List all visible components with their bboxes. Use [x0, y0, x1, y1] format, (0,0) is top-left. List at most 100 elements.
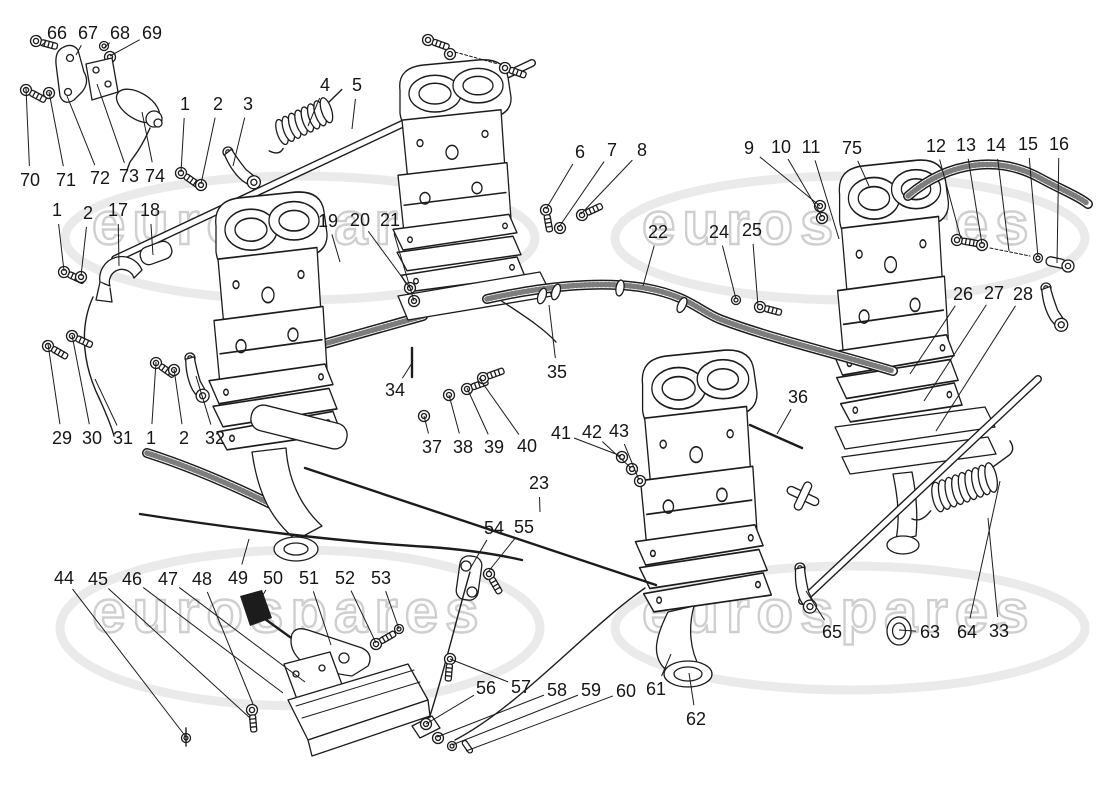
return-spring-top — [268, 88, 343, 154]
watermark-text: eurospares — [642, 190, 1036, 257]
leader-line — [776, 408, 792, 435]
fuel-union-group — [538, 200, 605, 235]
leader-line — [173, 368, 183, 425]
part-number-label: 52 — [335, 568, 355, 588]
leader-line — [48, 91, 64, 167]
leader-line — [465, 695, 614, 752]
leader-line — [759, 156, 821, 207]
banjo-fitting-group — [403, 281, 507, 423]
part-number-label: 41 — [551, 423, 571, 443]
leader-line — [548, 304, 556, 359]
part-number-label: 13 — [956, 135, 976, 155]
leader-line — [923, 304, 987, 402]
leader-line — [25, 87, 30, 167]
leader-line — [601, 441, 632, 469]
part-number-label: 2 — [83, 203, 93, 223]
part-number-label: 17 — [108, 200, 128, 220]
part-number-label: 6 — [575, 142, 585, 162]
leader-line — [721, 245, 737, 300]
part-number-label: 22 — [648, 222, 668, 242]
part-number-label: 70 — [20, 170, 40, 190]
part-number-label: 1 — [52, 200, 62, 220]
part-number-label: 45 — [88, 569, 108, 589]
leader-line — [195, 375, 212, 425]
part-number-label: 72 — [90, 168, 110, 188]
part-number-label: 40 — [517, 436, 537, 456]
vent-hose — [903, 159, 1093, 209]
diagram-artwork — [17, 32, 1093, 757]
leader-line — [178, 587, 306, 683]
lever-group-left — [39, 328, 217, 404]
part-number-label: 9 — [744, 138, 754, 158]
part-number-label: 2 — [179, 428, 189, 448]
leader-line — [402, 362, 413, 379]
bell-crank-group — [427, 555, 506, 723]
part-number-label: 73 — [119, 166, 139, 186]
carburetor-2 — [392, 32, 557, 343]
part-number-label: 62 — [686, 709, 706, 729]
leader-line — [448, 394, 460, 434]
leader-line — [987, 517, 999, 618]
choke-cable — [83, 296, 115, 437]
leader-line — [206, 591, 254, 705]
part-number-label: 42 — [582, 422, 602, 442]
part-number-label: 74 — [145, 166, 165, 186]
part-number-label: 59 — [581, 680, 601, 700]
leader-line — [805, 590, 825, 621]
cable-fork-group — [411, 587, 646, 754]
part-number-label: 51 — [299, 568, 319, 588]
part-number-label: 14 — [986, 135, 1006, 155]
leader-line — [969, 480, 1001, 619]
leader-line — [351, 98, 356, 130]
leader-line — [109, 39, 140, 57]
leader-line — [385, 591, 400, 630]
part-number-label: 16 — [1049, 134, 1069, 154]
part-number-label: 15 — [1018, 134, 1038, 154]
part-number-label: 7 — [607, 140, 617, 160]
part-number-label: 10 — [771, 137, 791, 157]
leader-line — [752, 243, 759, 307]
leader-line — [451, 694, 579, 746]
part-number-label: 48 — [192, 569, 212, 589]
leader-line — [436, 694, 545, 738]
leader-line — [449, 658, 509, 683]
hand-throttle-group — [180, 590, 431, 757]
leader-line — [857, 160, 870, 187]
part-number-label: 56 — [476, 678, 496, 698]
part-number-label: 49 — [228, 568, 248, 588]
leader-line — [241, 538, 250, 565]
part-number-label: 57 — [511, 677, 531, 697]
leader-line — [94, 378, 118, 426]
leader-line — [466, 387, 489, 435]
part-number-label: 5 — [352, 75, 362, 95]
leader-line — [367, 230, 411, 289]
part-number-label: 44 — [54, 568, 74, 588]
leader-line — [423, 415, 429, 434]
part-number-label: 53 — [371, 568, 391, 588]
leader-line — [232, 117, 246, 167]
leader-line — [580, 159, 633, 215]
tie-rod-group — [730, 294, 820, 511]
part-number-label: 46 — [122, 569, 142, 589]
part-number-label: 35 — [547, 362, 567, 382]
part-number-label: 68 — [110, 23, 130, 43]
part-number-label: 8 — [637, 140, 647, 160]
part-number-label: 67 — [78, 23, 98, 43]
leader-line — [558, 161, 605, 228]
idle-solenoid-group — [17, 33, 163, 171]
leader-line — [939, 159, 962, 240]
leader-line — [478, 377, 520, 435]
part-number-label: 20 — [350, 210, 370, 230]
leader-line — [688, 672, 695, 706]
leader-line — [151, 361, 157, 425]
leader-line — [623, 443, 640, 481]
leader-line — [331, 234, 341, 263]
part-number-label: 26 — [953, 284, 973, 304]
part-number-label: 43 — [609, 421, 629, 441]
leader-line — [909, 305, 956, 375]
leader-line — [71, 334, 90, 425]
leader-line — [256, 589, 267, 606]
